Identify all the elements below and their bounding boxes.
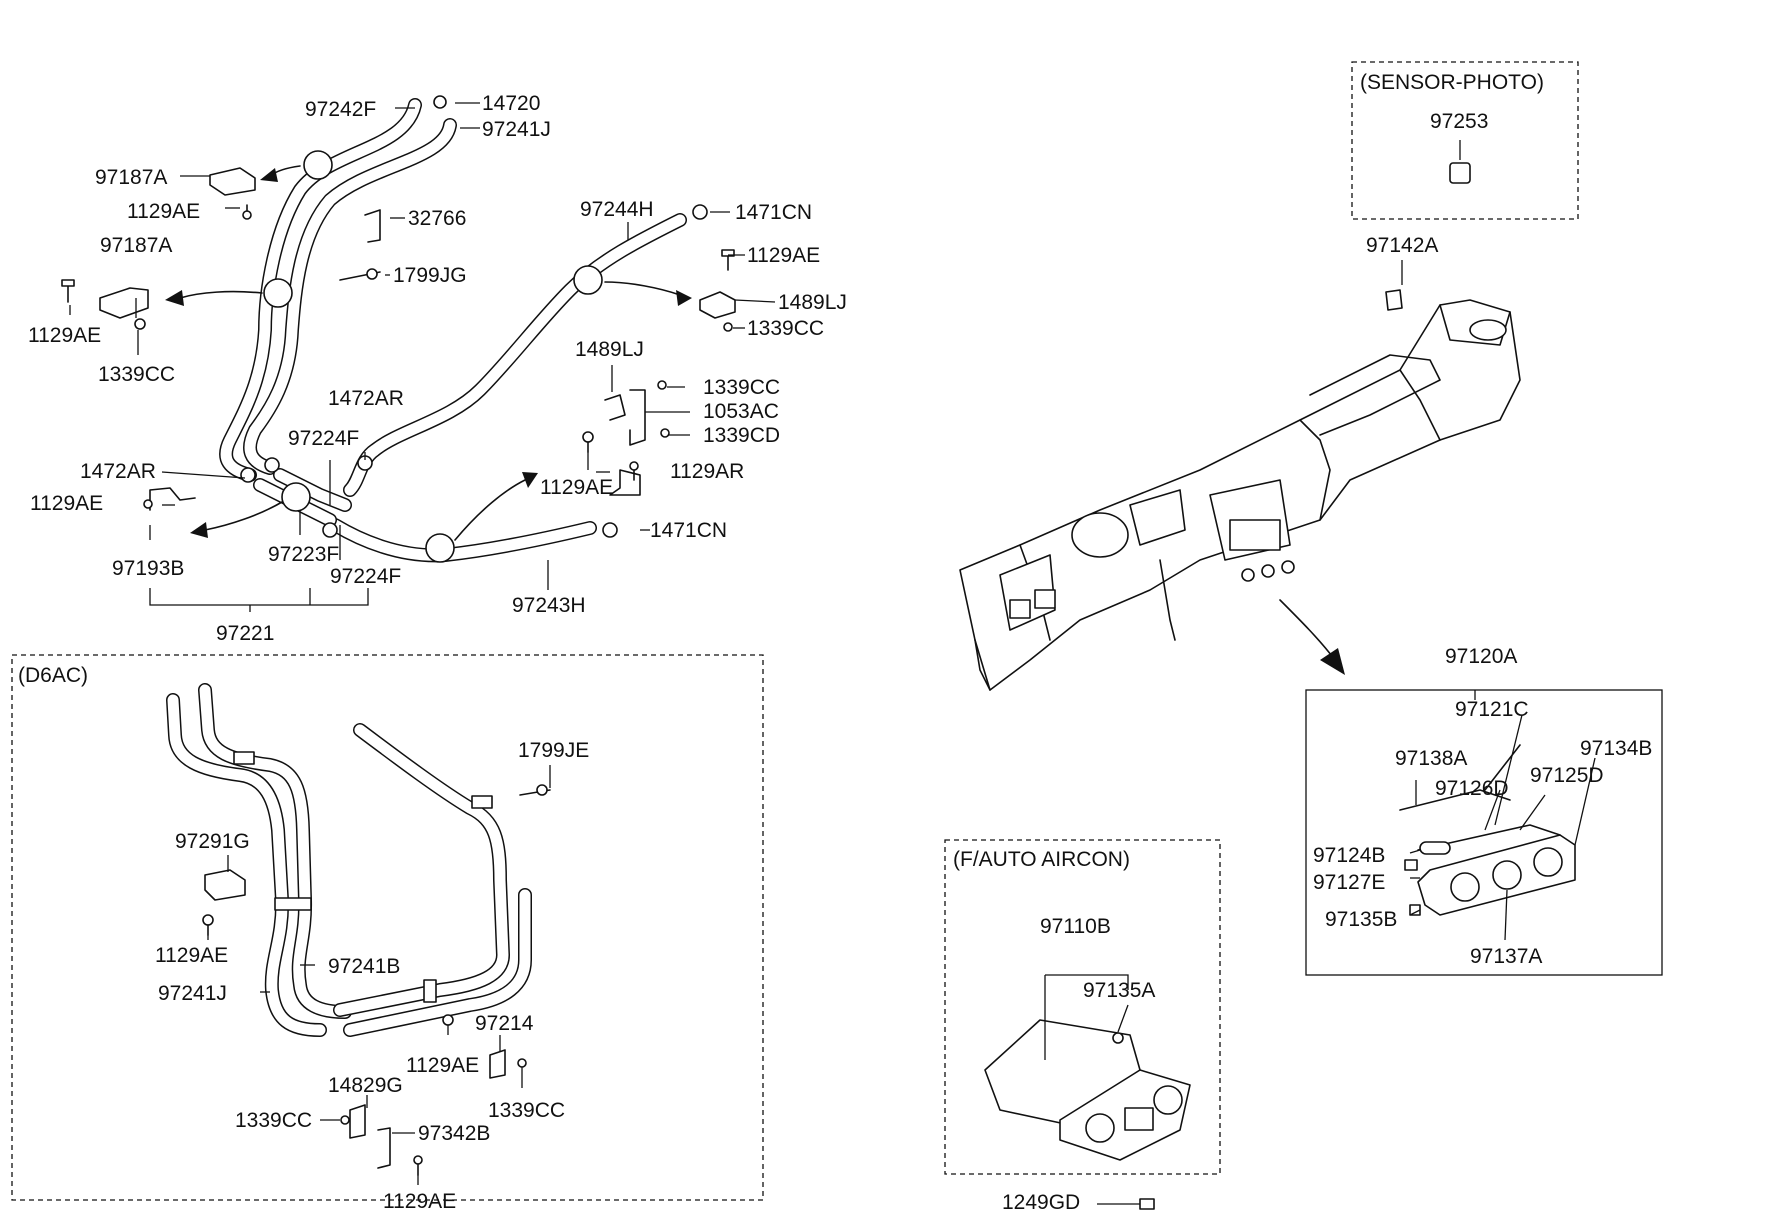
part-label: 97241J [482,118,551,141]
part-label: 1472AR [328,387,404,410]
labels: (D6AC) (SENSOR-PHOTO) (F/AUTO AIRCON) 97… [18,71,1652,1211]
part-label: 97135B [1325,908,1397,931]
part-label: 97121C [1455,698,1529,721]
part-label: 32766 [408,207,466,230]
heater-control-box [1305,689,1663,976]
part-label: 97187A [95,166,167,189]
part-label: 97244H [580,198,654,221]
part-label: 97241J [158,982,227,1005]
part-label: 97134B [1580,737,1652,760]
part-label: 97125D [1530,764,1604,787]
part-label: 97221 [216,622,274,645]
part-label: 1129AE [127,200,200,223]
sensor-97253-icon [1449,162,1471,184]
part-label: 97142A [1366,234,1438,257]
sensor-photo-section-box [1351,61,1579,220]
section-label-sensor-photo: (SENSOR-PHOTO) [1360,71,1544,94]
part-label: 1339CC [235,1109,312,1132]
part-label: 97137A [1470,945,1542,968]
part-label: 1799JE [518,739,589,762]
part-label: 97342B [418,1122,490,1145]
d6ac-hose-assembly [166,683,551,1176]
part-label: 1129AE [155,944,228,967]
part-label: 97223F [268,543,339,566]
part-label: 97120A [1445,645,1517,668]
part-label: 1339CC [703,376,780,399]
part-label: 97224F [288,427,359,450]
part-label: 1471CN [650,519,727,542]
upper-left-fasteners [61,167,736,511]
heater-hose-assembly [219,95,708,563]
dashboard-illustration [959,289,1521,691]
part-label: 97127E [1313,871,1385,894]
part-label: 1489LJ [575,338,644,361]
part-label: 97242F [305,98,376,121]
section-label-d6ac: (D6AC) [18,664,88,687]
group-97221-bracket [149,588,369,612]
part-label: 1249GD [1002,1191,1080,1211]
part-label: 1129AR [670,460,744,483]
part-label: 14829G [328,1074,403,1097]
part-label: 97241B [328,955,400,978]
part-label: 97214 [475,1012,534,1035]
part-label: 97135A [1083,979,1155,1002]
pointer-arrows [165,165,692,541]
part-label: 97243H [512,594,586,617]
section-label-f-auto-aircon: (F/AUTO AIRCON) [953,848,1130,871]
part-label: 1129AE [540,476,613,499]
part-label: 1799JG [393,264,467,287]
part-label: 1129AE [383,1190,456,1211]
part-label: 97126D [1435,777,1509,800]
part-label: 97291G [175,830,250,853]
part-label: 1129AE [28,324,101,347]
part-label: 1339CC [747,317,824,340]
part-label: 1339CD [703,424,780,447]
part-label: 1053AC [703,400,779,423]
part-label: 14720 [482,92,540,115]
part-label: 97138A [1395,747,1467,770]
part-label: 97224F [330,565,401,588]
heater-control-unit [1399,690,1596,941]
d6ac-leader-lines [207,765,551,1185]
d6ac-section-box [11,654,764,1201]
part-label: 97187A [100,234,172,257]
part-label: 1129AE [406,1054,479,1077]
part-label: 1489LJ [778,291,847,314]
leader-lines [69,102,776,590]
part-label: 1129AE [747,244,820,267]
part-label: 97110B [1040,915,1111,938]
part-label: 1471CN [735,201,812,224]
part-label: 97253 [1430,110,1488,133]
auto-aircon-unit [984,974,1191,1210]
part-label: 97193B [112,557,184,580]
part-label: 1129AE [30,492,103,515]
part-label: 1339CC [488,1099,565,1122]
part-label: 1472AR [80,460,156,483]
f-auto-aircon-section-box [944,839,1221,1175]
part-label: 97124B [1313,844,1385,867]
part-label: 1339CC [98,363,175,386]
